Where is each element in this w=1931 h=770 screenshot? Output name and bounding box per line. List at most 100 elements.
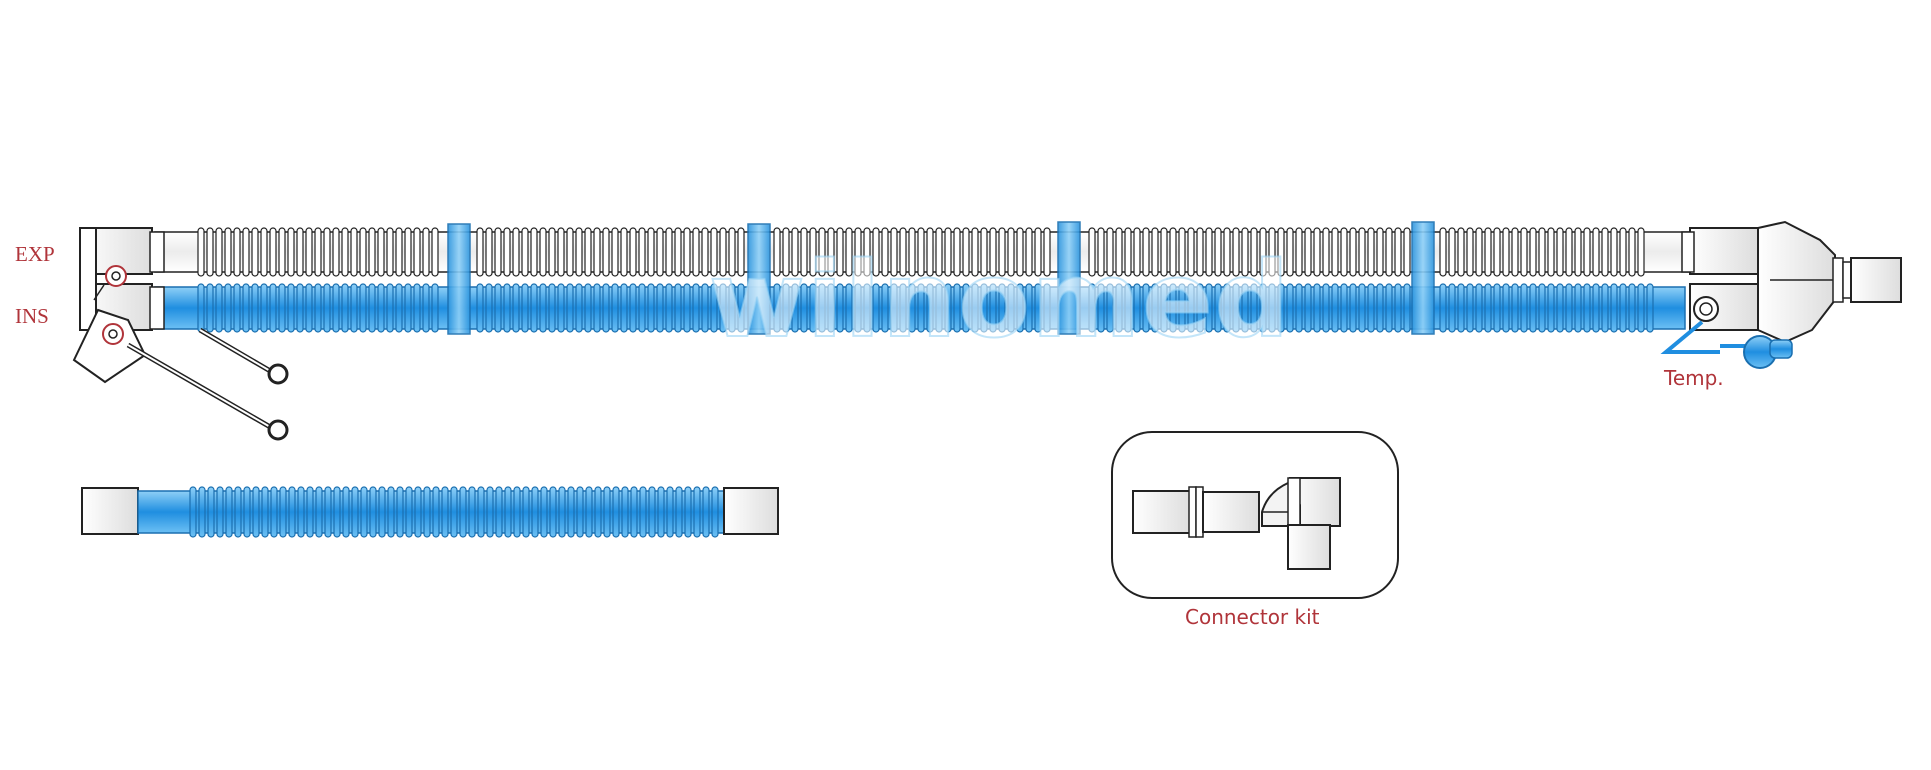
tube-rib: [1169, 283, 1177, 333]
tube-rib: [252, 486, 260, 538]
tube-rib: [1196, 283, 1204, 333]
tube-rib: [198, 486, 206, 538]
tube-rib: [854, 283, 862, 333]
tube-rib: [1124, 227, 1132, 277]
tube-rib: [476, 283, 484, 333]
tube-rib: [1097, 283, 1105, 333]
tube-rib: [1205, 283, 1213, 333]
tube-rib: [944, 227, 952, 277]
tube-rib: [1502, 227, 1510, 277]
tube-rib: [728, 227, 736, 277]
tube-rib: [521, 227, 529, 277]
tube-rib: [684, 486, 692, 538]
tube-rib: [1592, 283, 1600, 333]
tube-rib: [342, 486, 350, 538]
tube-rib: [1151, 283, 1159, 333]
tube-rib: [584, 227, 592, 277]
tube-rib: [881, 227, 889, 277]
tube-rib: [620, 227, 628, 277]
tube-rib: [530, 283, 538, 333]
exp-label: EXP: [15, 242, 55, 266]
exp-machine-cuff: [1681, 227, 1759, 275]
tube-rib: [1529, 283, 1537, 333]
tube-rib: [1538, 227, 1546, 277]
tube-rib: [1304, 227, 1312, 277]
tube-rib: [854, 227, 862, 277]
tube-rib: [1304, 283, 1312, 333]
tube-rib: [566, 283, 574, 333]
tube-rib: [890, 283, 898, 333]
tube-rib: [360, 486, 368, 538]
tube-rib: [1169, 227, 1177, 277]
tube-rib: [369, 486, 377, 538]
tube-rib: [1340, 283, 1348, 333]
tube-rib: [566, 227, 574, 277]
tube-rib: [405, 486, 413, 538]
tube-rib: [773, 283, 781, 333]
tube-rib: [1106, 283, 1114, 333]
tube-rib: [207, 486, 215, 538]
tube-rib: [773, 227, 781, 277]
tube-rib: [377, 227, 385, 277]
tube-rib: [476, 227, 484, 277]
tube-rib: [233, 283, 241, 333]
tube-rib: [468, 486, 476, 538]
tube-rib: [1385, 283, 1393, 333]
tube-rib: [540, 486, 548, 538]
tube-rib: [1484, 283, 1492, 333]
tube-rib: [612, 486, 620, 538]
extension-tube: [81, 486, 779, 538]
tube-rib: [737, 227, 745, 277]
tube-rib: [1259, 227, 1267, 277]
tube-rib: [513, 486, 521, 538]
tube-rib: [989, 227, 997, 277]
tube-rib: [1601, 227, 1609, 277]
tube-rib: [1376, 227, 1384, 277]
tube-rib: [683, 283, 691, 333]
tube-rib: [692, 283, 700, 333]
exp-limb-tube: [154, 227, 1696, 277]
tube-rib: [1313, 227, 1321, 277]
tube-rib: [953, 283, 961, 333]
tube-rib: [1187, 283, 1195, 333]
tube-rib: [341, 283, 349, 333]
tube-rib: [719, 283, 727, 333]
tube-rib: [1016, 227, 1024, 277]
tube-rib: [621, 486, 629, 538]
tube-rib: [234, 486, 242, 538]
tube-rib: [260, 283, 268, 333]
tube-rib: [872, 227, 880, 277]
tube-rib: [1565, 227, 1573, 277]
tube-rib: [702, 486, 710, 538]
tube-rib: [206, 227, 214, 277]
tube-rib: [1547, 227, 1555, 277]
tube-rib: [350, 227, 358, 277]
tube-rib: [1493, 227, 1501, 277]
tube-rib: [1619, 283, 1627, 333]
tube-rib: [305, 283, 313, 333]
tube-rib: [1403, 227, 1411, 277]
tube-rib: [917, 283, 925, 333]
tube-rib: [287, 227, 295, 277]
elbow-connector: [1261, 477, 1341, 570]
tube-rib: [1133, 283, 1141, 333]
tube-rib: [1538, 283, 1546, 333]
tube-rib: [944, 283, 952, 333]
tube-rib: [863, 283, 871, 333]
tube-rib: [1466, 227, 1474, 277]
tube-rib: [1331, 283, 1339, 333]
tube-rib: [522, 486, 530, 538]
tube-rib: [477, 486, 485, 538]
tube-rib: [1565, 283, 1573, 333]
tube-rib: [1322, 227, 1330, 277]
tube-rib: [1214, 227, 1222, 277]
tube-rib: [1232, 227, 1240, 277]
tube-rib: [1340, 227, 1348, 277]
tube-rib: [279, 486, 287, 538]
tube-rib: [881, 283, 889, 333]
tube-rib: [1583, 227, 1591, 277]
tube-rib: [926, 283, 934, 333]
tube-rib: [395, 227, 403, 277]
tube-rib: [656, 227, 664, 277]
tube-rib: [305, 227, 313, 277]
